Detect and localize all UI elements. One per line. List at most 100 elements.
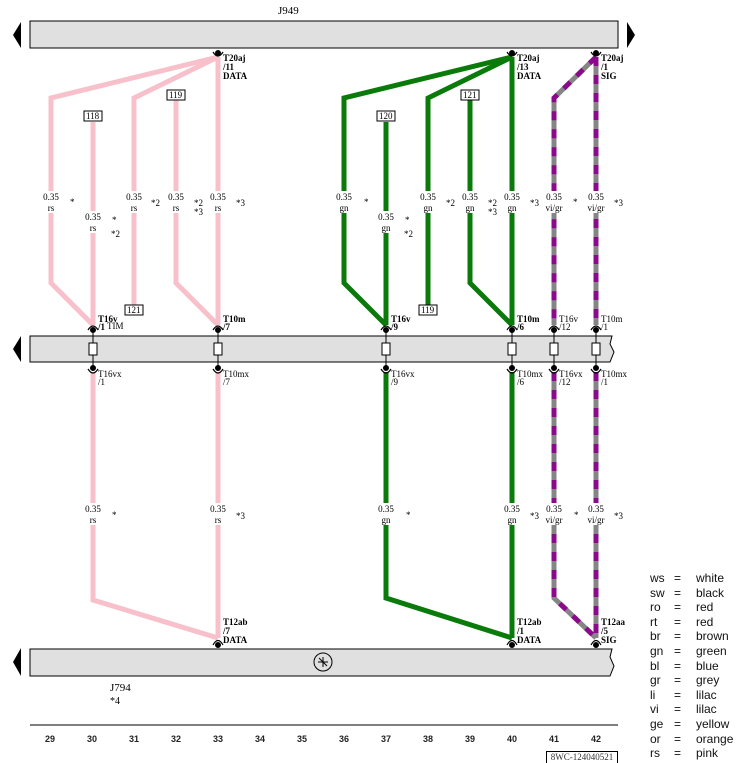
legend-row: br=brown: [650, 629, 733, 644]
svg-text:DATA: DATA: [223, 635, 248, 645]
svg-text:T16vx: T16vx: [391, 369, 415, 379]
arrow-left-icon[interactable]: [13, 336, 21, 362]
legend-name: brown: [696, 629, 729, 644]
ref-box-label: 120: [379, 111, 393, 121]
svg-text:vi/gr: vi/gr: [588, 515, 605, 525]
arrow-left-icon[interactable]: [13, 648, 21, 676]
legend-row: ws=white: [650, 571, 733, 586]
legend-name: pink: [696, 746, 719, 761]
pin-icon: [590, 325, 602, 374]
component-j949[interactable]: J949: [13, 5, 635, 49]
legend-name: green: [696, 643, 727, 658]
svg-text:*3: *3: [614, 198, 624, 208]
legend-name: orange: [696, 731, 734, 746]
legend-row: rs=pink: [650, 746, 733, 761]
svg-text:vi/gr: vi/gr: [546, 203, 563, 213]
svg-text:31: 31: [129, 734, 139, 744]
connector-signal: DATA: [223, 71, 248, 81]
svg-text:*2: *2: [111, 229, 120, 239]
svg-text:T10m: T10m: [601, 314, 623, 324]
bottom-pin-symbols: [212, 639, 602, 648]
connector-strip: [13, 335, 615, 363]
middle-lower-labels: T16vx /1 T10mx /7 T16vx /9 T10mx /6 T16v…: [98, 369, 627, 387]
svg-text:38: 38: [423, 734, 433, 744]
svg-text:rs: rs: [173, 203, 180, 213]
svg-text:T16v: T16v: [559, 314, 578, 324]
svg-text:*: *: [112, 215, 117, 225]
legend-code: vi: [650, 702, 659, 717]
bottom-connector-labels: T12ab /7 DATA T12ab /1 DATA T12aa /5 SIG: [222, 617, 626, 645]
legend-eq: =: [674, 687, 682, 702]
svg-text:37: 37: [381, 734, 391, 744]
svg-text:0.35: 0.35: [504, 504, 520, 514]
pin-icon: [590, 639, 602, 648]
legend-row: ro=red: [650, 600, 733, 615]
legend-eq: =: [674, 702, 682, 717]
svg-text:gn: gn: [382, 223, 392, 233]
svg-text:/9: /9: [391, 377, 399, 387]
svg-text:DATA: DATA: [517, 635, 542, 645]
svg-text:rs: rs: [131, 203, 138, 213]
arrow-right-icon[interactable]: [627, 22, 635, 48]
wire-group-pink[interactable]: [48, 54, 221, 641]
svg-text:36: 36: [339, 734, 349, 744]
svg-text:vi/gr: vi/gr: [588, 203, 605, 213]
legend-eq: =: [674, 731, 682, 746]
svg-text:0.35: 0.35: [126, 192, 142, 202]
connector-pin: /13: [516, 62, 529, 72]
svg-text:*3: *3: [488, 207, 498, 217]
svg-text:41: 41: [549, 734, 559, 744]
ref-box-label: 118: [86, 111, 100, 121]
svg-text:0.35: 0.35: [462, 192, 478, 202]
svg-text:*3: *3: [194, 207, 204, 217]
legend-name: white: [696, 571, 725, 585]
svg-text:0.35: 0.35: [210, 504, 226, 514]
color-legend: ws=white sw=black ro=red rt=red br=brown…: [650, 571, 733, 761]
svg-text:T10mx: T10mx: [223, 369, 249, 379]
svg-text:32: 32: [171, 734, 181, 744]
svg-text:/9: /9: [390, 322, 399, 332]
svg-text:*2: *2: [488, 198, 497, 208]
svg-text:0.35: 0.35: [378, 212, 394, 222]
connector-pin: /1: [600, 62, 609, 72]
legend-row: sw=black: [650, 586, 733, 601]
svg-text:*3: *3: [530, 198, 540, 208]
connector-label: T20aj: [223, 53, 246, 63]
svg-text:rs: rs: [90, 223, 97, 233]
legend-row: gr=grey: [650, 673, 733, 688]
pin-icon: [548, 325, 560, 374]
svg-text:/6: /6: [516, 322, 525, 332]
svg-text:/1: /1: [98, 377, 105, 387]
svg-text:gn: gn: [382, 515, 392, 525]
svg-text:/7: /7: [223, 377, 231, 387]
svg-text:vi/gr: vi/gr: [546, 515, 563, 525]
legend-row: ge=yellow: [650, 717, 733, 732]
svg-text:39: 39: [465, 734, 475, 744]
legend-code: ge: [650, 716, 664, 731]
svg-text:0.35: 0.35: [378, 504, 394, 514]
ground-circle-icon: [313, 652, 333, 672]
svg-text:30: 30: [87, 734, 97, 744]
svg-text:0.35: 0.35: [336, 192, 352, 202]
legend-row: rt=red: [650, 615, 733, 630]
legend-name: lilac: [696, 702, 717, 717]
svg-text:*2: *2: [194, 198, 203, 208]
svg-text:*3: *3: [236, 198, 246, 208]
top-connector-labels: T20aj /11 DATA T20aj /13 DATA T20aj /1 S…: [222, 53, 624, 81]
legend-name: grey: [696, 673, 720, 688]
legend-code: rs: [650, 746, 660, 761]
svg-text:0.35: 0.35: [420, 192, 436, 202]
component-j794[interactable]: J794 *4: [13, 648, 615, 707]
connector-signal: SIG: [601, 71, 617, 81]
svg-text:T16v: T16v: [391, 314, 411, 324]
svg-text:0.35: 0.35: [168, 192, 184, 202]
legend-eq: =: [674, 585, 682, 600]
svg-text:rs: rs: [215, 515, 222, 525]
ref-boxes[interactable]: 118 119 121 120 121 119: [83, 89, 480, 316]
pin-icon: [212, 639, 224, 648]
legend-code: sw: [650, 585, 665, 600]
legend-row: vi = lilac: [650, 702, 733, 717]
arrow-left-icon[interactable]: [13, 22, 21, 48]
legend-code: bl: [650, 658, 660, 673]
pin-icon: [590, 50, 602, 57]
